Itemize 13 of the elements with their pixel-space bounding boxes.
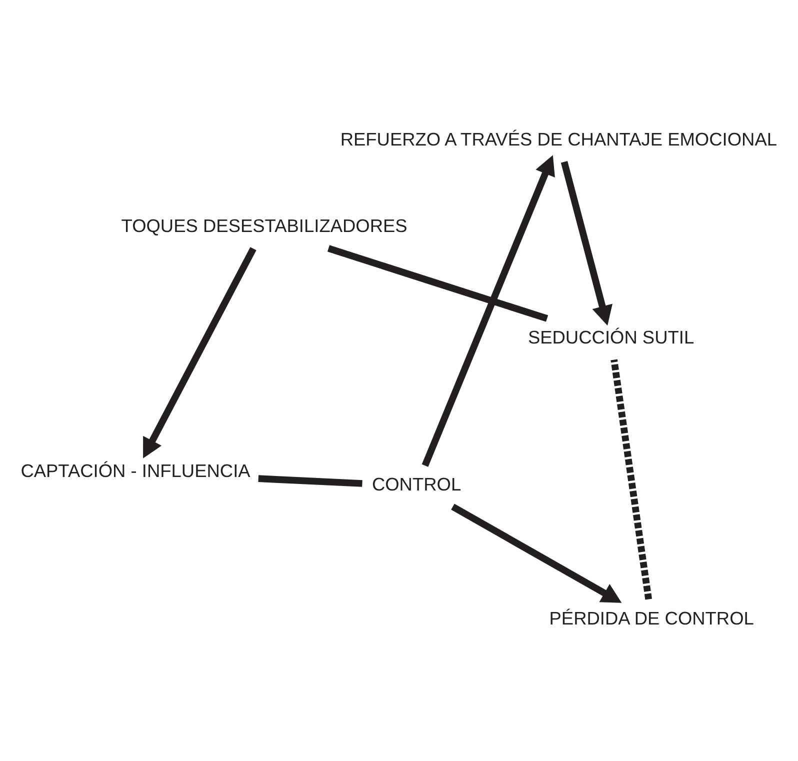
node-text: REFUERZO A TRAVÉS DE CHANTAJE EMOCIONAL: [340, 128, 778, 150]
connector: [327, 245, 548, 322]
connector: [258, 475, 362, 487]
node-text: CAPTACIÓN - INFLUENCIA: [20, 460, 250, 482]
arrow: [451, 504, 622, 603]
arrow: [560, 161, 612, 326]
node-text: TOQUES DESESTABILIZADORES: [121, 215, 408, 236]
node-text: PÉRDIDA DE CONTROL: [549, 607, 754, 628]
connector: [610, 359, 652, 600]
node-text: SEDUCCIÓN SUTIL: [528, 326, 694, 348]
arrow: [143, 247, 256, 458]
arrow: [422, 155, 555, 467]
node-text: CONTROL: [372, 473, 462, 494]
